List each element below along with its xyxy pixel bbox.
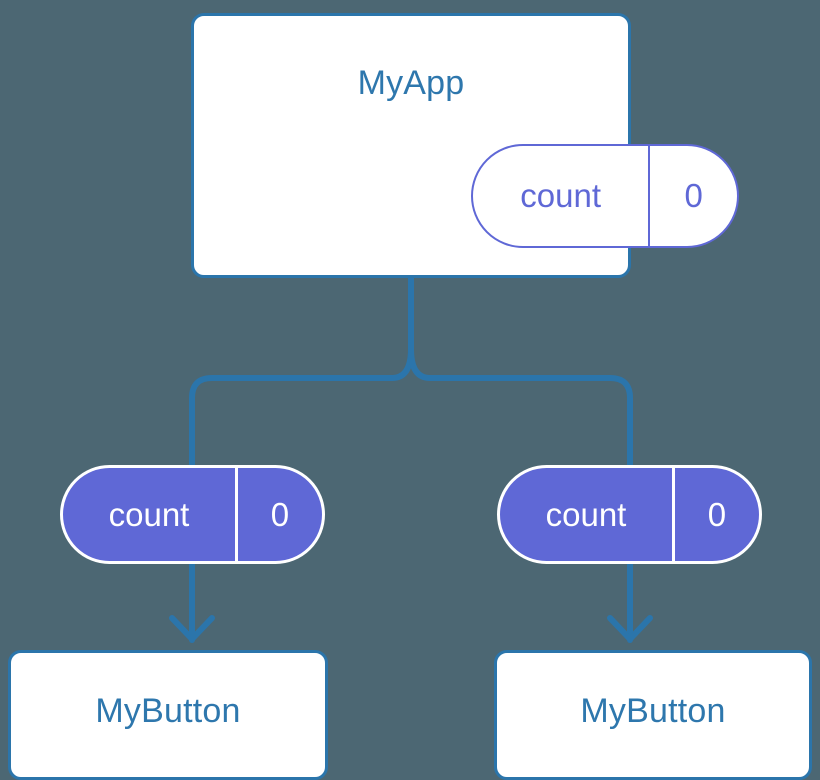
state-value-label: 0 xyxy=(234,468,322,561)
wire-fork-left xyxy=(189,348,414,470)
state-key-label: count xyxy=(520,177,602,214)
wire-fork-right xyxy=(408,348,633,470)
state-pill-child-left[interactable]: count 0 xyxy=(60,465,325,564)
state-value-label: 0 xyxy=(648,146,737,246)
state-key-label: count xyxy=(108,495,190,533)
arrow-head-right-icon xyxy=(607,615,653,642)
state-value-label: 0 xyxy=(671,468,759,561)
component-name-mybutton: MyButton xyxy=(580,692,726,730)
state-key-label: count xyxy=(545,495,627,533)
arrow-head-left-icon xyxy=(169,615,215,642)
component-name-mybutton: MyButton xyxy=(95,692,241,730)
state-pill-myapp[interactable]: count 0 xyxy=(471,144,739,248)
component-box-myapp[interactable]: MyApp count 0 xyxy=(191,13,739,278)
component-name-myapp: MyApp xyxy=(357,64,465,102)
component-box-mybutton-right[interactable]: MyButton xyxy=(494,650,812,780)
state-pill-child-right[interactable]: count 0 xyxy=(497,465,762,564)
component-box-mybutton-left[interactable]: MyButton xyxy=(8,650,328,780)
